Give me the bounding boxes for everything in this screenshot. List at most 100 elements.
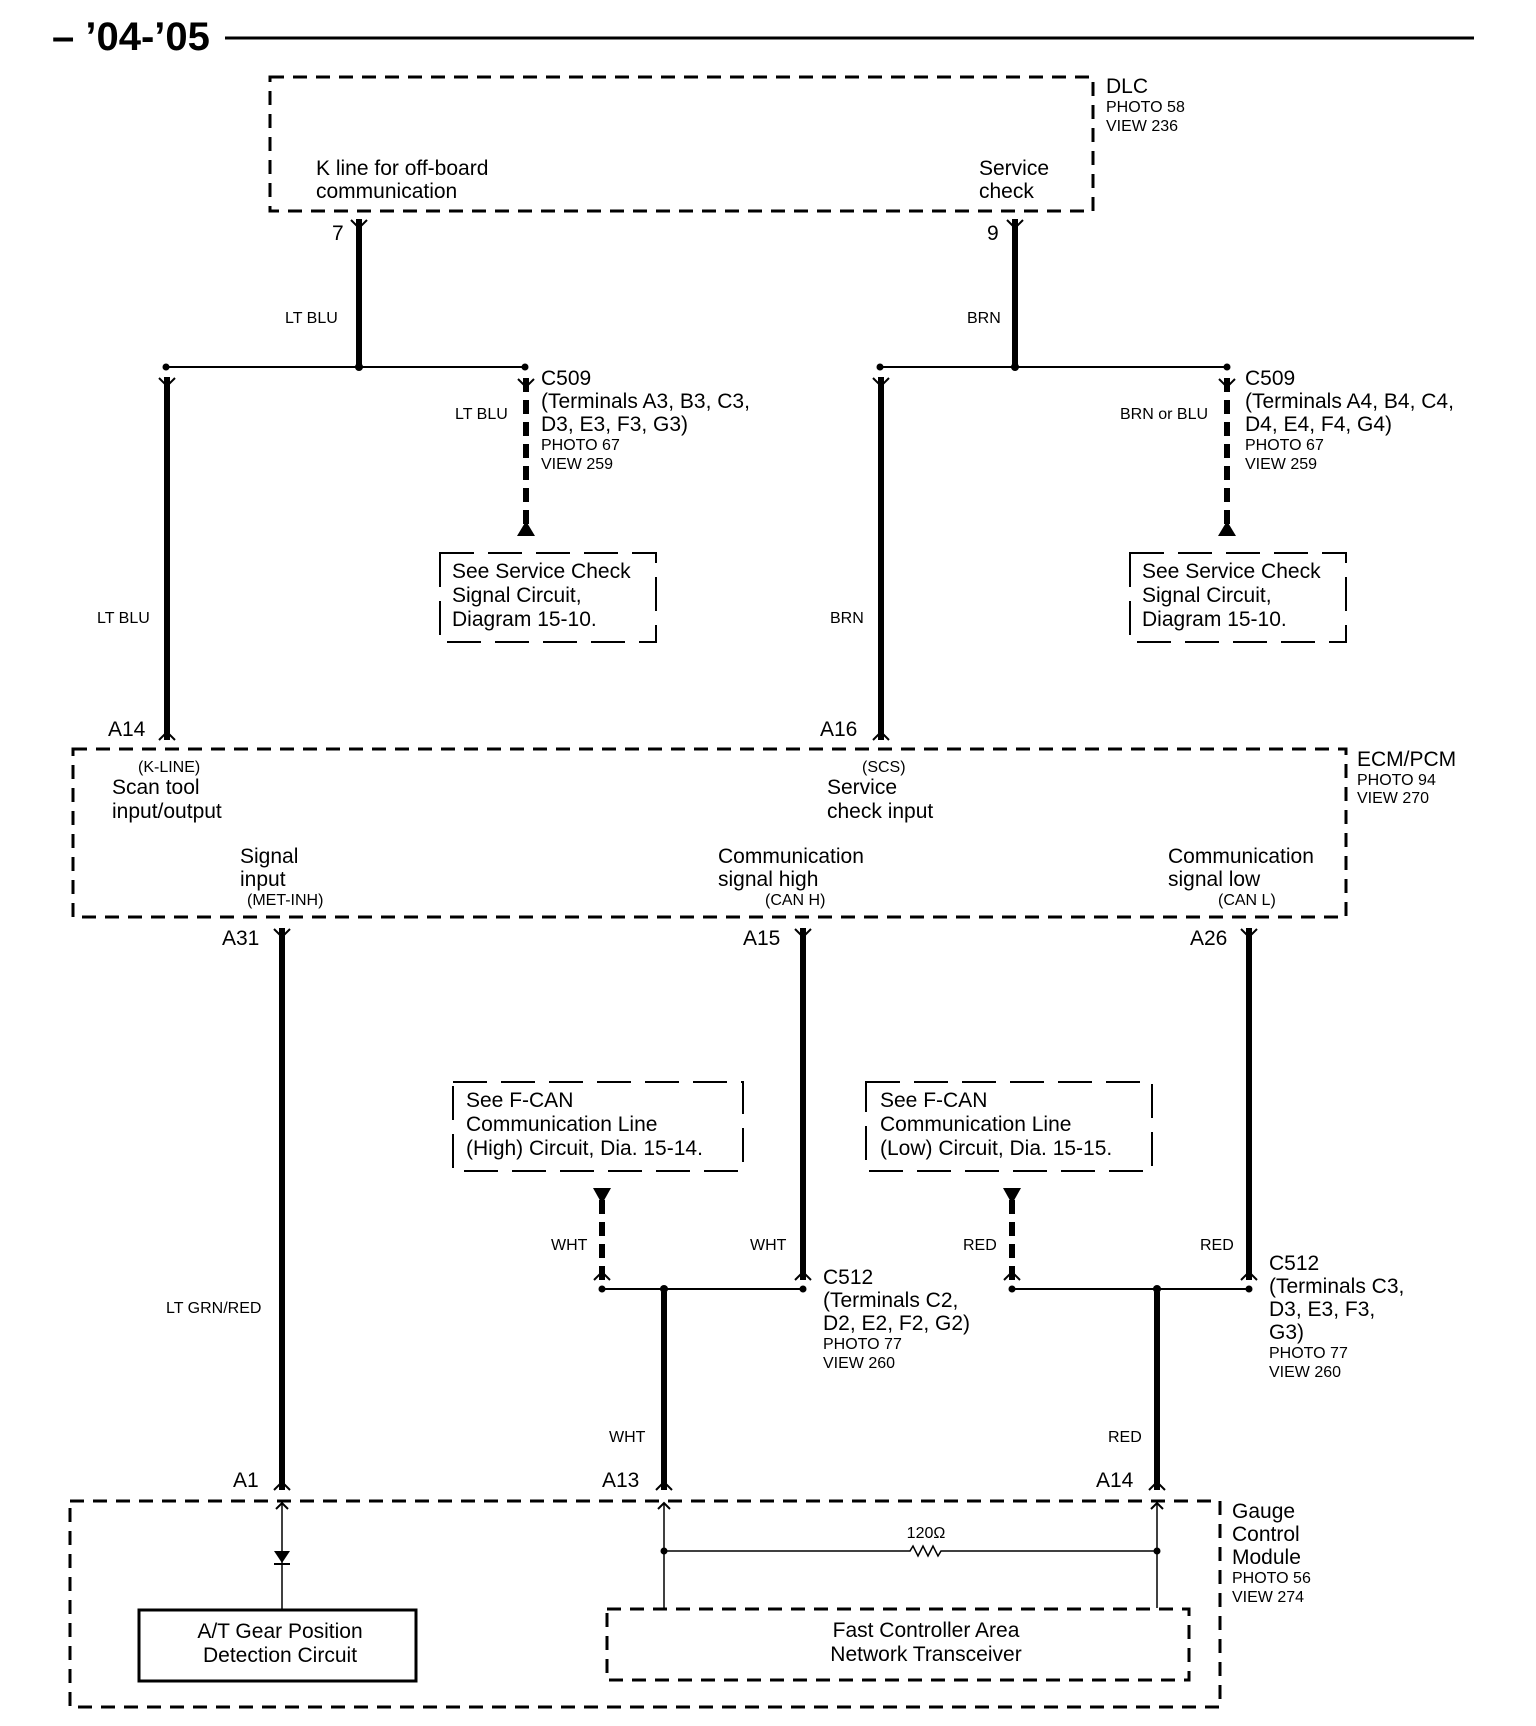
fcan-transceiver-label-1: Fast Controller Area	[833, 1619, 1020, 1642]
c509a-photo: PHOTO 67	[541, 437, 620, 454]
met-inh-circuit: LT GRN/RED	[166, 928, 291, 1491]
wire-label-brn-top: BRN	[967, 310, 1001, 327]
wire-label-lt-grn-red: LT GRN/RED	[166, 1300, 261, 1317]
c509b-view: VIEW 259	[1245, 456, 1317, 473]
ecm-sig-tag: (MET-INH)	[247, 892, 323, 909]
c509a-view: VIEW 259	[541, 456, 613, 473]
fcan-transceiver-label-2: Network Transceiver	[830, 1643, 1021, 1666]
wire-label-wht-bottom: WHT	[609, 1429, 646, 1446]
ecm-name: ECM/PCM	[1357, 748, 1456, 771]
ecm-scan-2: input/output	[112, 800, 222, 823]
note-fcan-low-3: (Low) Circuit, Dia. 15-15.	[880, 1137, 1112, 1160]
ecm-pin-a31: A31	[222, 927, 259, 950]
splice-dot	[162, 363, 170, 371]
can-high-circuit: WHT See F-CAN Communication Line (High) …	[452, 928, 970, 1491]
note-svc-left-2: Signal Circuit,	[452, 584, 582, 607]
at-gear-position-box	[137, 1608, 418, 1683]
wire-label-lt-blu-c509: LT BLU	[455, 406, 508, 423]
gcm-photo: PHOTO 56	[1232, 1570, 1311, 1587]
gcm-name-1: Gauge	[1232, 1500, 1295, 1523]
ecm-ch-2: signal high	[718, 868, 818, 891]
ecm-pin-a16: A16	[820, 718, 857, 741]
gcm-pin-a1: A1	[233, 1469, 259, 1492]
gcm-pin-a13: A13	[602, 1469, 639, 1492]
gcm-name-2: Control	[1232, 1523, 1300, 1546]
arrow-up-icon	[517, 521, 535, 536]
terminal	[1148, 1480, 1166, 1491]
c509b-terms-2: D4, E4, F4, G4)	[1245, 413, 1392, 436]
splice-dot	[1245, 1285, 1253, 1293]
ecm-scs-2: check input	[827, 800, 933, 823]
terminal-dlc9	[1006, 219, 1024, 230]
arrow-down-icon	[593, 1188, 611, 1204]
c512a-terms-1: (Terminals C2,	[823, 1289, 958, 1312]
ecm-kline-tag: (K-LINE)	[138, 759, 200, 776]
note-svc-left-3: Diagram 15-10.	[452, 608, 597, 631]
dlc-svc-label-1: Service	[979, 157, 1049, 180]
can-low-circuit: RED See F-CAN Communication Line (Low) C…	[865, 928, 1404, 1491]
wire-label-brn-or-blu: BRN or BLU	[1120, 406, 1208, 423]
wire-label-red-bottom: RED	[1108, 1429, 1142, 1446]
terminal	[273, 1480, 291, 1491]
c509b-terms-1: (Terminals A4, B4, C4,	[1245, 390, 1454, 413]
terminal	[794, 928, 812, 939]
note-fcan-low-2: Communication Line	[880, 1113, 1071, 1136]
wire-label-brn-left: BRN	[830, 610, 864, 627]
splice-dot	[1153, 1285, 1161, 1293]
terminal	[517, 378, 535, 389]
ecm-cl-1: Communication	[1168, 845, 1314, 868]
note-box-service-check-left	[439, 552, 657, 643]
ecm-sig-2: input	[240, 868, 286, 891]
terminal	[1003, 1270, 1021, 1281]
dlc-box	[268, 75, 1095, 213]
note-fcan-high-1: See F-CAN	[466, 1089, 573, 1112]
gcm-box	[68, 1499, 1222, 1709]
terminal	[1240, 1270, 1258, 1281]
terminal	[655, 1480, 673, 1491]
c512b-view: VIEW 260	[1269, 1364, 1341, 1381]
ecm-sig-1: Signal	[240, 845, 298, 868]
note-svc-left-1: See Service Check	[452, 560, 631, 583]
splice-dot	[355, 363, 363, 371]
service-check-circuit: BRN BRN BRN or BLU C509 (Terminals A4, B…	[830, 219, 1454, 741]
ecm-scs-1: Service	[827, 776, 897, 799]
splice-dot	[660, 1285, 668, 1293]
ecm-pin-a14: A14	[108, 718, 146, 741]
c512a-terms-2: D2, E2, F2, G2)	[823, 1312, 970, 1335]
gcm-pin-a14: A14	[1096, 1469, 1134, 1492]
dlc-kline-label-2: communication	[316, 180, 457, 203]
wire-label-wht-left: WHT	[551, 1237, 588, 1254]
note-fcan-low-1: See F-CAN	[880, 1089, 987, 1112]
dlc-view: VIEW 236	[1106, 118, 1178, 135]
dlc-kline-label-1: K line for off-board	[316, 157, 488, 180]
splice-dot	[1008, 1285, 1016, 1293]
note-svc-right-3: Diagram 15-10.	[1142, 608, 1287, 631]
note-fcan-high-3: (High) Circuit, Dia. 15-14.	[466, 1137, 703, 1160]
c509a-name: C509	[541, 367, 591, 390]
ecm-pin-a26: A26	[1190, 927, 1227, 950]
c512a-photo: PHOTO 77	[823, 1336, 902, 1353]
terminal-dlc7	[350, 219, 368, 230]
c512b-terms-1: (Terminals C3,	[1269, 1275, 1404, 1298]
ecm-box	[71, 747, 1348, 919]
splice-dot	[1011, 363, 1019, 371]
c512a-view: VIEW 260	[823, 1355, 895, 1372]
ecm-ch-1: Communication	[718, 845, 864, 868]
ecm-ch-tag: (CAN H)	[765, 892, 825, 909]
kline-circuit: LT BLU LT BLU LT BLU C509 (Terminals A3,…	[97, 219, 750, 741]
c512b-name: C512	[1269, 1252, 1319, 1275]
c512b-terms-2: D3, E3, F3,	[1269, 1298, 1375, 1321]
ecm-scs-tag: (SCS)	[862, 759, 906, 776]
c512b-terms-3: G3)	[1269, 1321, 1304, 1344]
c509a-terms-2: D3, E3, F3, G3)	[541, 413, 688, 436]
c509b-photo: PHOTO 67	[1245, 437, 1324, 454]
dlc-name: DLC	[1106, 75, 1148, 98]
fcan-transceiver-box	[605, 1607, 1191, 1682]
terminal	[1218, 378, 1236, 389]
note-box-fcan-high	[452, 1081, 744, 1172]
arrow-down-icon	[1003, 1188, 1021, 1204]
note-box-fcan-low	[865, 1081, 1153, 1172]
page-title: – ’04-’05	[52, 15, 210, 59]
ecm-cl-tag: (CAN L)	[1218, 892, 1276, 909]
terminal	[158, 377, 176, 388]
